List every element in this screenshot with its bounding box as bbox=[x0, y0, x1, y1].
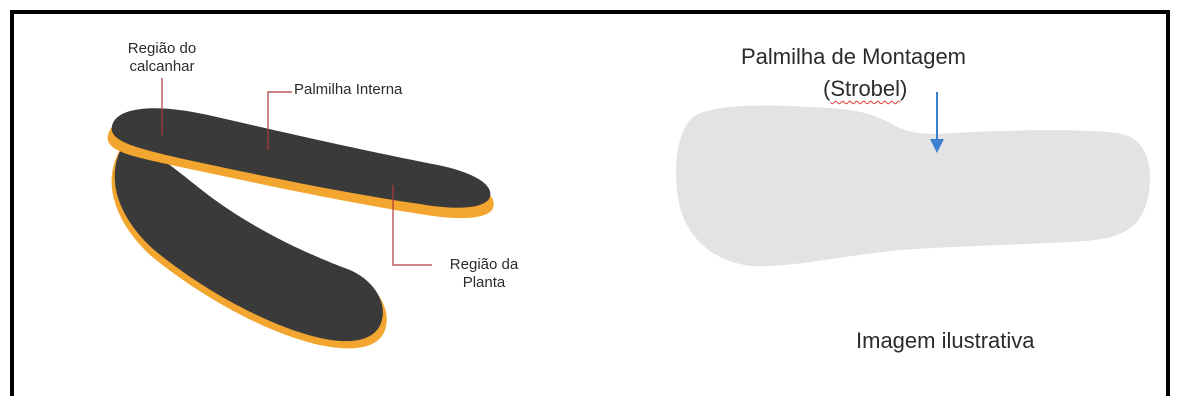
strobel-title-line1: Palmilha de Montagem bbox=[741, 44, 966, 70]
inner-insole-label: Palmilha Interna bbox=[294, 81, 402, 99]
plantar-region-label-line2: Planta bbox=[434, 274, 534, 292]
heel-region-label-line1: Região do bbox=[116, 40, 208, 58]
plantar-region-label-line1: Região da bbox=[434, 256, 534, 274]
illustrative-image-caption: Imagem ilustrativa bbox=[856, 328, 1035, 354]
strobel-title-close-paren: ) bbox=[900, 76, 907, 101]
strobel-title-line2: (Strobel) bbox=[823, 76, 907, 102]
plantar-region-label: Região da Planta bbox=[434, 256, 534, 292]
heel-region-label: Região do calcanhar bbox=[116, 40, 208, 76]
strobel-insole bbox=[676, 106, 1150, 267]
heel-region-label-line2: calcanhar bbox=[116, 58, 208, 76]
strobel-word: Strobel bbox=[830, 76, 900, 101]
